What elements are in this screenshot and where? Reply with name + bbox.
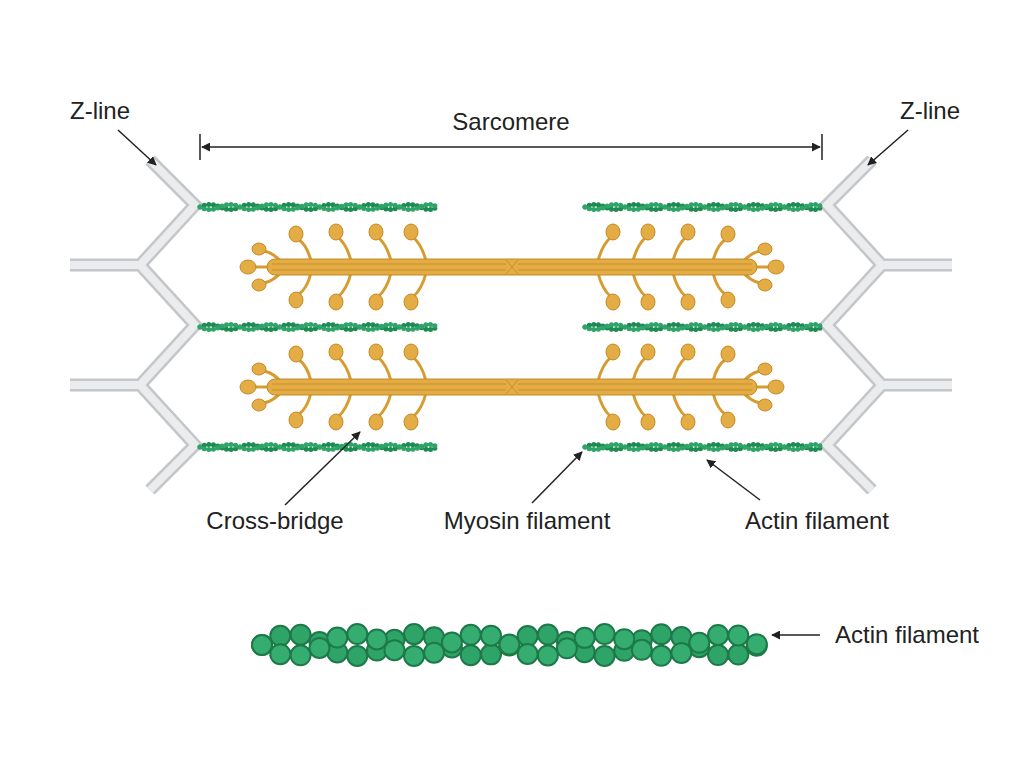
sarcomere-label: Sarcomere bbox=[452, 108, 569, 136]
z-line-structure bbox=[70, 160, 195, 490]
z-line-label: Z-line bbox=[900, 97, 960, 125]
myosin-strands bbox=[240, 224, 784, 430]
actin-label: Actin filament bbox=[745, 507, 889, 535]
actin-label: Actin filament bbox=[835, 621, 979, 649]
sarcomere-bracket bbox=[200, 134, 822, 160]
actin-strands bbox=[200, 205, 822, 450]
leader-arrows bbox=[118, 130, 908, 635]
myosin-label: Myosin filament bbox=[444, 507, 611, 535]
actin-enlarged bbox=[262, 634, 758, 656]
z-line-structure bbox=[827, 160, 952, 490]
z-line-label: Z-line bbox=[70, 97, 130, 125]
cross-bridge-label: Cross-bridge bbox=[206, 507, 343, 535]
